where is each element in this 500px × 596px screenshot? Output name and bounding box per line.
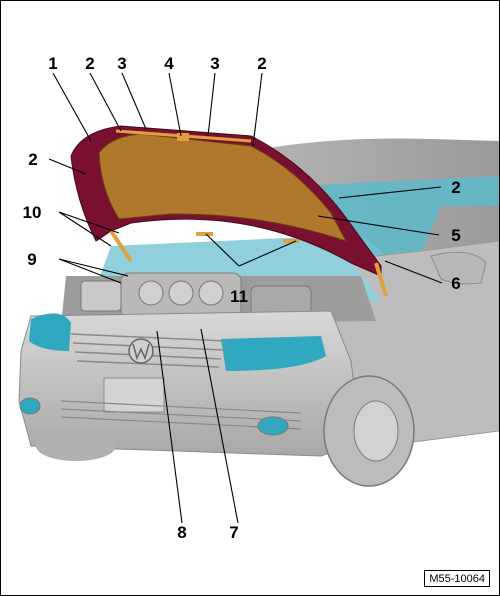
hood-mount bbox=[177, 133, 189, 141]
callout-2-top-left: 2 bbox=[85, 54, 94, 73]
callout-2-left: 2 bbox=[28, 150, 37, 169]
coolant-reservoir bbox=[80, 280, 122, 312]
side-mirror bbox=[430, 251, 487, 285]
left-headlight bbox=[29, 313, 71, 351]
reference-code: M55-10064 bbox=[424, 570, 490, 587]
callout-3-left: 3 bbox=[117, 54, 126, 73]
callout-4: 4 bbox=[164, 54, 174, 73]
engine-part bbox=[138, 280, 164, 306]
leader-lines bbox=[48, 72, 443, 524]
front-wheel-hub bbox=[353, 400, 399, 462]
callout-7: 7 bbox=[229, 523, 238, 542]
right-headlight bbox=[221, 336, 326, 371]
right-gas-strut bbox=[374, 262, 388, 297]
left-gas-strut bbox=[109, 229, 133, 263]
license-plate bbox=[103, 377, 165, 413]
callout-2-top-right: 2 bbox=[257, 54, 266, 73]
vw-badge bbox=[128, 338, 154, 364]
engine-part bbox=[198, 280, 224, 306]
callout-2-right: 2 bbox=[451, 178, 460, 197]
callout-3-right: 3 bbox=[210, 54, 219, 73]
callout-10: 10 bbox=[23, 203, 42, 222]
callout-5: 5 bbox=[451, 226, 460, 245]
engine-part bbox=[168, 280, 194, 306]
callout-8: 8 bbox=[177, 523, 186, 542]
callout-6: 6 bbox=[451, 274, 460, 293]
right-fog-light bbox=[257, 416, 289, 436]
callout-1: 1 bbox=[48, 54, 57, 73]
left-fog-light bbox=[19, 397, 41, 415]
callout-9: 9 bbox=[27, 250, 36, 269]
left-wheel-shadow bbox=[36, 431, 116, 461]
callout-11: 11 bbox=[230, 287, 248, 306]
vw-badge-mark bbox=[132, 343, 150, 361]
